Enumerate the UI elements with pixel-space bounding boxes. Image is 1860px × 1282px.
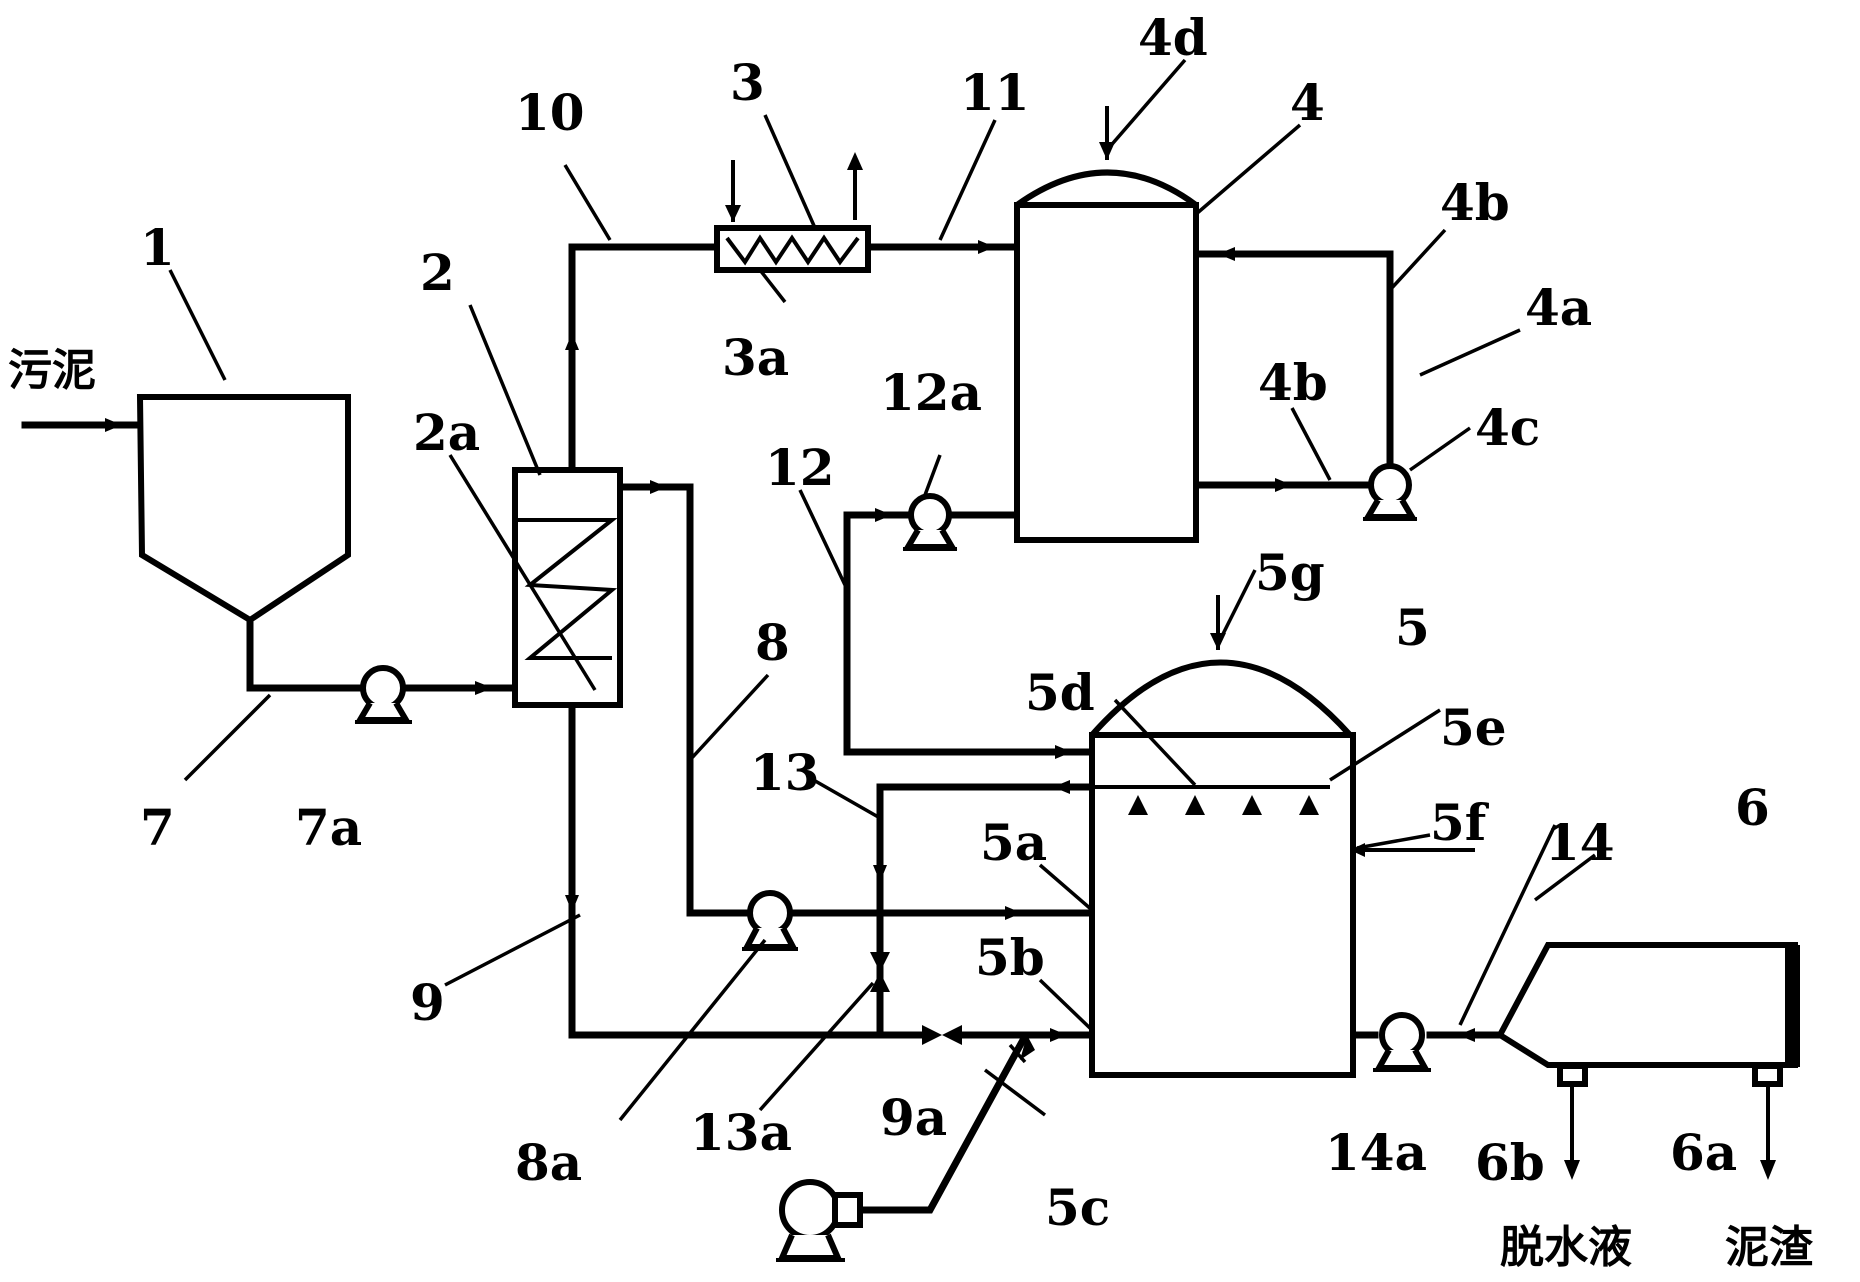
label-6a: 6a <box>1670 1123 1737 1182</box>
flow-arrows <box>105 240 1475 1060</box>
label-6: 6 <box>1735 778 1770 837</box>
label-14a: 14a <box>1325 1123 1427 1182</box>
pump-8a-icon <box>742 890 798 951</box>
label-12: 12 <box>765 438 835 497</box>
label-4c: 4c <box>1475 398 1540 457</box>
heat-exchanger-2 <box>512 467 623 708</box>
reactor-4 <box>1014 106 1199 543</box>
label-14: 14 <box>1545 813 1615 872</box>
label-3: 3 <box>730 53 765 112</box>
pump-7a-icon <box>354 665 412 724</box>
label-12a: 12a <box>880 363 982 422</box>
label-5b: 5b <box>975 928 1045 987</box>
spray-nozzle-icon <box>1128 795 1148 815</box>
label-8a: 8a <box>515 1133 582 1192</box>
labels: 1 2 2a 3 3a 4 4d 4b 4a 4b 4c 10 11 12a 1… <box>8 8 1814 1273</box>
label-2a: 2a <box>413 403 480 462</box>
stream-label-sludge-residue: 泥渣 <box>1725 1222 1814 1273</box>
label-7: 7 <box>140 798 175 857</box>
label-5d: 5d <box>1025 663 1095 722</box>
label-4b-top: 4b <box>1440 173 1510 232</box>
label-8: 8 <box>755 613 790 672</box>
pipe-9 <box>568 701 924 1039</box>
stream-label-dewatered-liquid: 脱水液 <box>1500 1222 1632 1273</box>
label-9a: 9a <box>880 1088 947 1147</box>
leader-lines <box>168 58 1597 1122</box>
label-11: 11 <box>960 63 1030 122</box>
label-5: 5 <box>1395 598 1430 657</box>
pipe-8 <box>616 483 749 917</box>
blower-5c-icon <box>776 1179 863 1262</box>
label-5g: 5g <box>1255 543 1325 602</box>
label-13a: 13a <box>690 1103 792 1162</box>
pipe-10 <box>568 243 721 474</box>
label-5a: 5a <box>980 813 1047 872</box>
pipe-7 <box>246 619 519 692</box>
spray-nozzle-icon <box>1242 795 1262 815</box>
pump-4c-icon <box>1362 463 1418 521</box>
label-2: 2 <box>420 243 455 302</box>
spray-nozzle-icon <box>1185 795 1205 815</box>
pump-12a-icon <box>902 493 958 551</box>
label-3a: 3a <box>722 328 789 387</box>
pipe-heater-3 <box>714 152 871 273</box>
air-line-5c <box>851 1035 1028 1214</box>
label-5f: 5f <box>1430 793 1490 852</box>
label-5c: 5c <box>1045 1178 1110 1237</box>
valve-13a-icon <box>870 952 890 992</box>
label-4a: 4a <box>1525 278 1592 337</box>
pump-14a-icon <box>1373 1012 1431 1072</box>
label-6b: 6b <box>1475 1133 1545 1192</box>
sludge-storage-tank-1 <box>136 394 351 624</box>
reaction-tank-5 <box>1089 595 1356 1078</box>
label-4: 4 <box>1290 73 1325 132</box>
label-4b-bottom: 4b <box>1258 353 1328 412</box>
label-7a: 7a <box>295 798 362 857</box>
label-1: 1 <box>140 218 175 277</box>
valve-9a-icon <box>922 1025 962 1045</box>
label-13: 13 <box>750 743 820 802</box>
stream-label-sludge-in: 污泥 <box>8 345 96 396</box>
label-9: 9 <box>410 973 445 1032</box>
spray-nozzle-icon <box>1299 795 1319 815</box>
label-4d: 4d <box>1138 8 1208 67</box>
label-5e: 5e <box>1440 698 1507 757</box>
label-10: 10 <box>515 83 585 142</box>
dewatering-machine-6 <box>1496 942 1800 1180</box>
